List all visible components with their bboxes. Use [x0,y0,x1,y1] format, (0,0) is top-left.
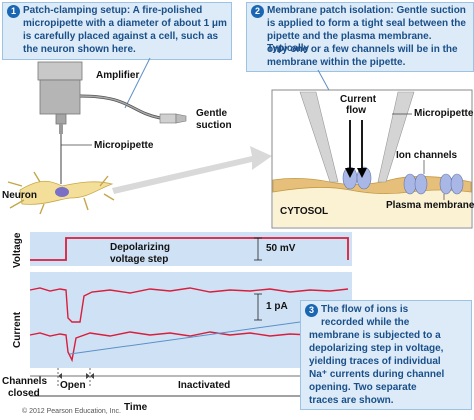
step-3-line-3: membrane is subjected to a [309,330,441,341]
current-panel [29,272,352,368]
gentle-suction-label-1: Gentle [196,108,228,119]
copyright-text: © 2012 Pearson Education, Inc. [22,408,121,415]
amplifier-label: Amplifier [96,70,140,81]
time-label: Time [124,402,148,413]
step-2-line-1: Membrane patch isolation: Gentle suction [267,5,466,16]
step-3-line-5: yielding traces of individual [309,356,441,367]
callout-step-3: 3 The flow of ions is recorded while the… [300,300,472,410]
step-2-line-5: membrane within the pipette. [267,57,406,68]
current-flow-label-2: flow [346,105,366,116]
step-2-line-3: pipette and the plasma membrane. Typical… [267,31,432,54]
current-flow-label-1: Current [340,94,377,105]
zoom-micropipette-label: Micropipette [414,108,474,119]
step-2-number: 2 [251,5,264,18]
ion-channels-label: Ion channels [396,150,458,161]
voltage-axis-label: Voltage [12,232,23,268]
zoom-arrow [112,146,272,194]
voltage-panel [30,232,352,266]
voltage-scale-label: 50 mV [266,243,296,254]
depolarizing-label-2: voltage step [110,254,169,265]
step-3-line-6: Na⁺ currents during channel [309,369,445,380]
inactivated-label: Inactivated [178,380,231,391]
step-2-line-4: only one or a few channels will be in th… [267,44,458,55]
step-1-line-1: Patch-clamping setup: A fire-polished [23,5,203,16]
neuron-label: Neuron [2,190,37,201]
suction-syringe [159,113,187,124]
step-3-line-4: depolarizing step in voltage, [309,343,444,354]
callout-step-1: 1 Patch-clamping setup: A fire-polished … [2,2,232,60]
step-3-line-8: traces are shown. [309,395,394,406]
micropipette-label: Micropipette [94,140,154,151]
neuron-cell [7,171,115,215]
gentle-suction-label-2: suction [196,120,232,131]
current-trace-2 [29,331,349,363]
step-1-number: 1 [7,5,20,18]
current-axis-label: Current [12,311,23,348]
current-scale-label: 1 pA [266,301,288,312]
step-1-line-3: is carefully placed against a cell, such… [23,31,219,42]
plasma-membrane-label: Plasma membrane [386,200,474,211]
channels-closed-label-1: Channels [2,376,48,387]
channels-closed-label-2: closed [8,388,40,399]
step-3-line-1: The flow of ions is [321,304,409,315]
step-1-line-2: micropipette with a diameter of about 1 … [23,18,227,29]
current-trace-1 [29,287,349,323]
step-3-line-2: recorded while the [321,317,410,328]
callout-2-leader [317,69,331,93]
step-3-line-7: opening. Two separate [309,382,417,393]
amplifier-device [37,61,83,134]
step-3-number: 3 [305,304,318,317]
zoom-panel [271,89,473,229]
step-2-line-2: is applied to form a tight seal between … [267,18,466,29]
callout-1-leader [124,57,151,109]
open-label: Open [60,380,86,391]
cytosol-label: CYTOSOL [280,206,329,217]
step-1-line-4: the neuron shown here. [23,44,136,55]
depolarizing-label-1: Depolarizing [110,242,171,253]
